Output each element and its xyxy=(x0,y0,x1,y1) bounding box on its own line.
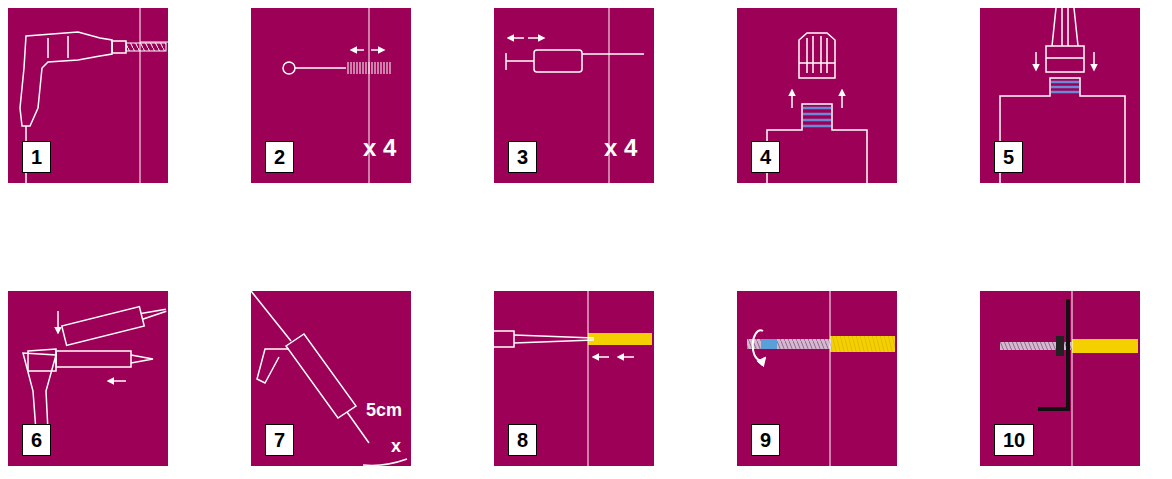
step-note: x xyxy=(391,437,401,455)
step-number: 6 xyxy=(22,424,51,456)
step-number: 4 xyxy=(751,141,780,173)
cartridge-cap-drawing xyxy=(767,33,867,183)
step-number: 10 xyxy=(994,424,1034,456)
step-panel: 1 xyxy=(8,8,168,183)
step-number: 5 xyxy=(994,141,1023,173)
drill-drawing xyxy=(20,8,168,183)
step-panel: 5 xyxy=(980,8,1140,183)
step-number: 2 xyxy=(265,141,294,173)
step-number: 7 xyxy=(265,424,294,456)
step-note: 5cm xyxy=(366,401,402,419)
injection-drawing xyxy=(494,291,652,466)
rod-insertion-drawing xyxy=(747,291,895,466)
step-number: 9 xyxy=(751,424,780,456)
step-panel: 10 xyxy=(980,291,1140,466)
step-note: x 4 xyxy=(363,136,396,160)
step-number: 8 xyxy=(508,424,537,456)
bracket-fixing-drawing xyxy=(1000,291,1138,466)
step-note: x 4 xyxy=(604,136,637,160)
step-panel: 8 xyxy=(494,291,654,466)
step-number: 1 xyxy=(22,141,51,173)
step-panel: 9 xyxy=(737,291,897,466)
step-panel: 2 x 4 xyxy=(251,8,411,183)
step-panel: 6 xyxy=(8,291,168,466)
step-number: 3 xyxy=(508,141,537,173)
pump-drawing xyxy=(506,8,644,183)
mixer-nozzle-drawing xyxy=(1000,8,1125,183)
gun-loading-drawing xyxy=(23,301,168,431)
brush-drawing xyxy=(283,8,391,183)
step-panel: 7 5cm x xyxy=(251,291,411,466)
gun-dispensing-drawing xyxy=(251,291,407,465)
step-panel: 4 xyxy=(737,8,897,183)
step-panel: 3 x 4 xyxy=(494,8,654,183)
